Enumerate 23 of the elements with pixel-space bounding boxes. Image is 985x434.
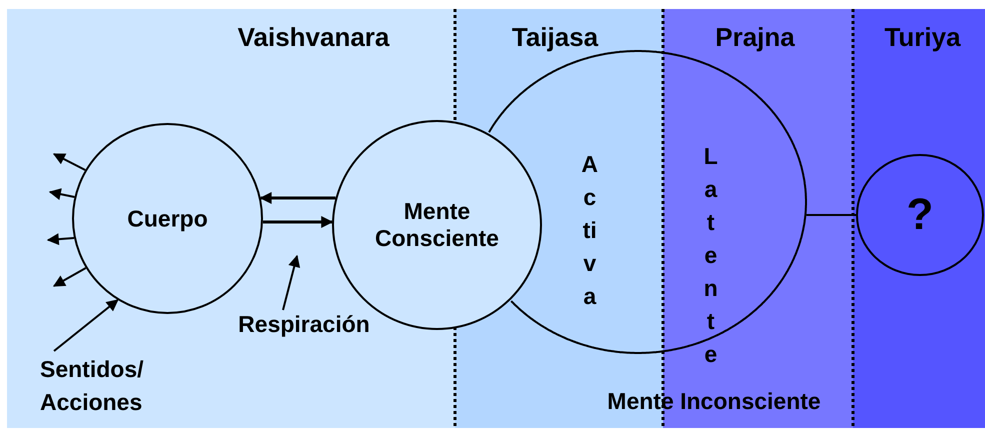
column-heading: Prajna xyxy=(714,24,796,51)
node-caption: Mente Inconsciente xyxy=(606,388,822,415)
column-heading: Vaishvanara xyxy=(236,24,390,51)
arrow xyxy=(46,233,74,246)
column-heading: Turiya xyxy=(883,24,962,51)
leader-arrow xyxy=(282,254,300,310)
connector-line xyxy=(806,214,856,216)
node-label: Cuerpo xyxy=(126,205,209,232)
annotation-text: Sentidos/ Acciones xyxy=(40,355,145,417)
annotation-text: Respiración xyxy=(237,311,371,338)
arrow xyxy=(260,192,336,204)
column-heading: Taijasa xyxy=(510,24,600,51)
circle-node xyxy=(72,123,263,314)
arrow xyxy=(48,188,75,200)
leader-arrow xyxy=(53,299,119,352)
node-label: Activa xyxy=(581,150,598,311)
node-label: Latente xyxy=(702,142,719,369)
circle-node xyxy=(856,154,984,276)
arrow xyxy=(52,153,86,171)
arrow xyxy=(262,216,334,228)
node-label: Mente Consciente xyxy=(374,198,500,252)
arrow xyxy=(52,267,86,287)
node-label: ? xyxy=(906,193,934,237)
